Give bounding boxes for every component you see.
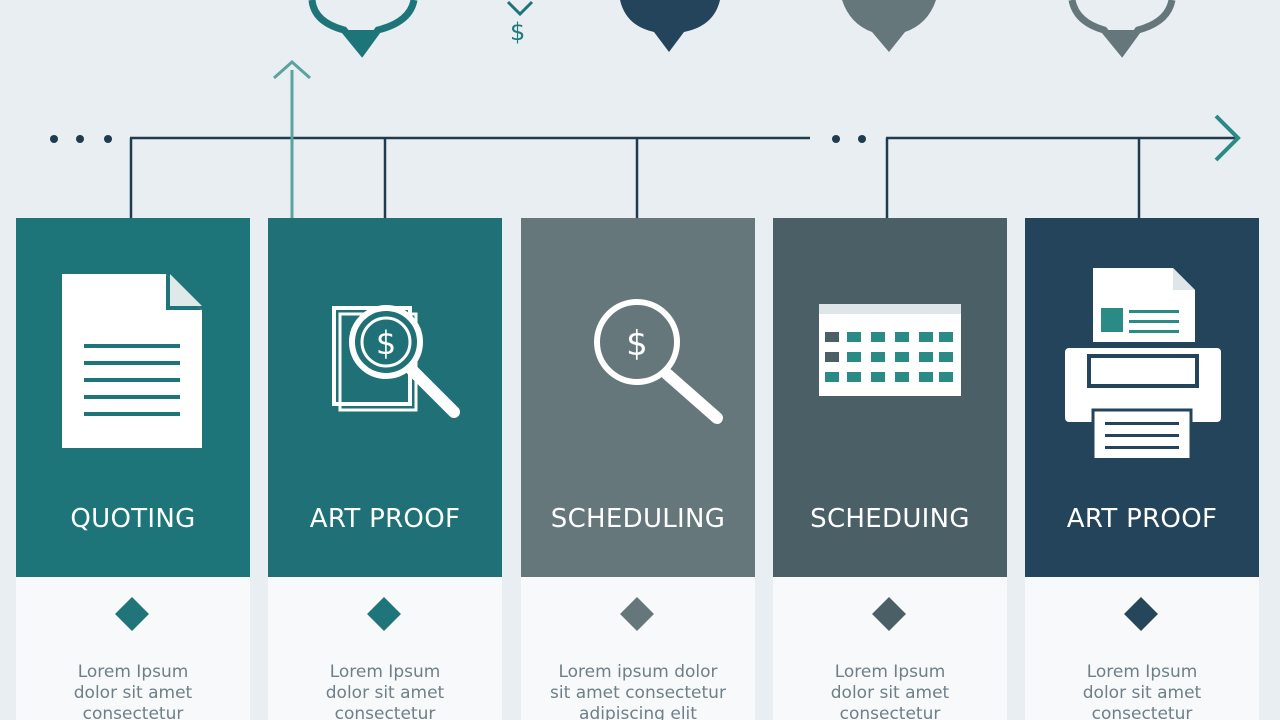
map-pin-icon — [620, 0, 720, 52]
stage-card-header: $ ART PROOF — [268, 218, 502, 577]
calendar-icon — [819, 304, 961, 396]
magnifier-dollar-icon: $ — [332, 305, 460, 418]
dollar-icon: $ — [510, 18, 526, 46]
stage-card-scheduling: $ SCHEDULING Lorem ipsum dolor sit amet … — [521, 218, 755, 720]
stage-card-header: ART PROOF — [1025, 218, 1259, 577]
stage-description: Lorem Ipsum dolor sit amet consectetur — [1082, 662, 1202, 720]
arrow-up-icon — [273, 59, 311, 80]
diamond-icon — [1124, 597, 1158, 631]
stage-description: Lorem ipsum dolor sit amet consectetur a… — [550, 662, 726, 720]
stage-title: ART PROOF — [1066, 504, 1218, 534]
document-icon — [62, 274, 202, 448]
printer-icon — [1065, 268, 1221, 458]
middle-dots — [832, 135, 866, 143]
svg-text:$: $ — [626, 324, 648, 364]
svg-text:$: $ — [376, 324, 396, 362]
stage-description: Lorem Ipsum dolor sit amet consectetur — [73, 662, 193, 720]
stage-card-header: SCHEDUING — [773, 218, 1007, 577]
arrow-right-icon — [1214, 114, 1241, 162]
diamond-icon — [367, 597, 401, 631]
stage-card-quoting: QUOTING Lorem Ipsum dolor sit amet conse… — [16, 218, 250, 720]
stage-title: QUOTING — [70, 504, 196, 534]
stage-title: ART PROOF — [309, 504, 461, 534]
stage-card-art-proof: $ ART PROOF Lorem Ipsum dolor sit amet c… — [268, 218, 502, 720]
stage-card-header: QUOTING — [16, 218, 250, 577]
stage-title: SCHEDULING — [550, 504, 726, 534]
stage-card-header: $ SCHEDULING — [521, 218, 755, 577]
small-pin-icon — [506, 0, 534, 17]
stage-title: SCHEDUING — [810, 504, 970, 534]
magnifier-dollar-icon: $ — [594, 299, 723, 424]
stage-card-scheduing: SCHEDUING Lorem Ipsum dolor sit amet con… — [773, 218, 1007, 720]
diamond-icon — [872, 597, 906, 631]
stage-card-art-proof-2: ART PROOF Lorem Ipsum dolor sit amet con… — [1025, 218, 1259, 720]
leading-dots — [50, 135, 112, 143]
stage-description: Lorem Ipsum dolor sit amet consectetur — [830, 662, 950, 720]
map-pin-icon — [1068, 0, 1176, 58]
diamond-icon — [620, 597, 654, 631]
map-pin-icon — [308, 0, 418, 58]
stage-description: Lorem Ipsum dolor sit amet consectetur — [325, 662, 445, 720]
diamond-icon — [115, 597, 149, 631]
card-connectors — [129, 138, 1141, 218]
map-pin-icon — [842, 0, 936, 52]
